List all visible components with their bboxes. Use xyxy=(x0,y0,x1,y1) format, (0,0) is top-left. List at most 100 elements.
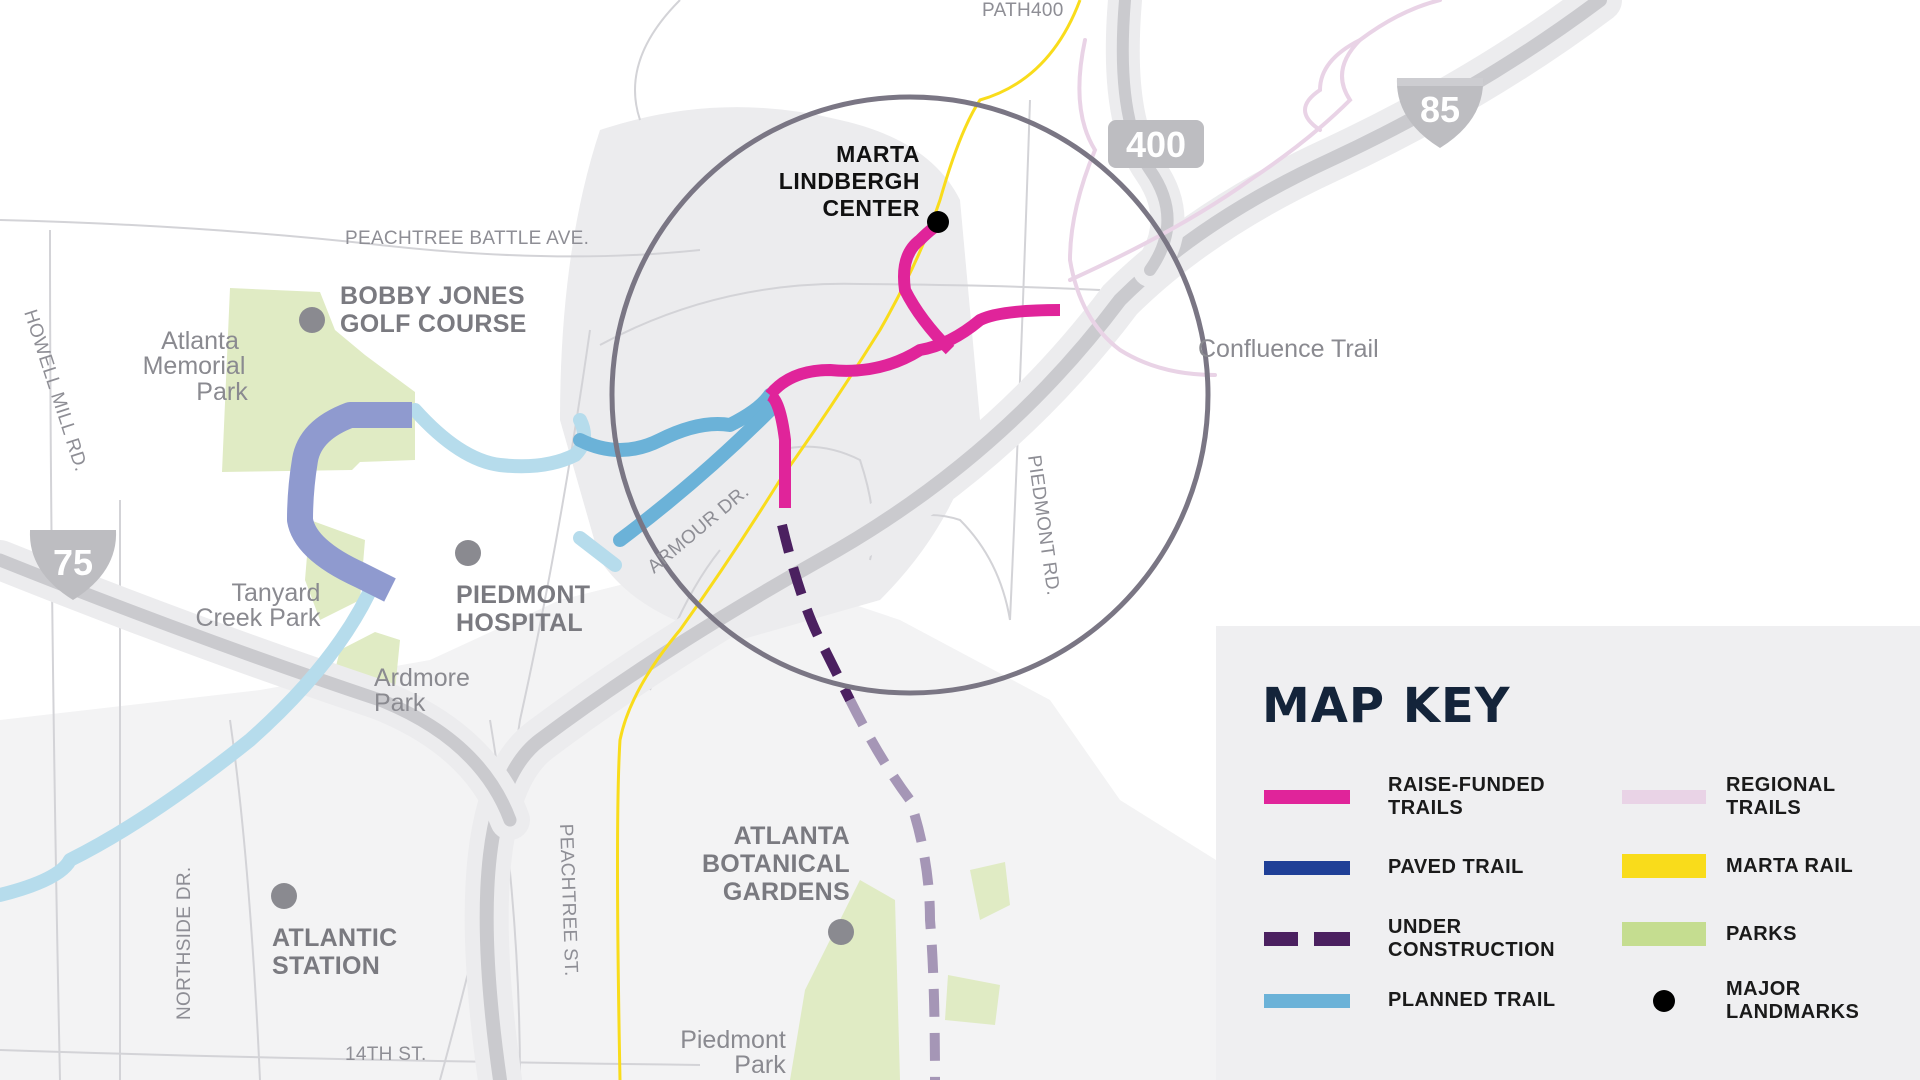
botanical-gardens-landmark-dot xyxy=(828,919,854,945)
label-peachtree-battle: PEACHTREE BATTLE AVE. xyxy=(345,228,589,249)
highway-i85 xyxy=(479,0,1607,1080)
street-line xyxy=(49,229,61,1080)
key-label-under-construction: UNDER CONSTRUCTION xyxy=(1388,916,1556,961)
street-line xyxy=(0,1049,701,1066)
label-path400: PATH400 xyxy=(982,0,1064,21)
street-line xyxy=(0,219,701,258)
key-item-raise-funded: RAISE-FUNDED TRAILS xyxy=(1264,774,1545,820)
ardmore-park-label: Ardmore Park xyxy=(374,664,470,717)
park-area-east-1 xyxy=(970,862,1010,920)
botanical-gardens-label: ATLANTA BOTANICAL GARDENS xyxy=(702,822,850,906)
atlanta-memorial-park-label: Atlanta Memorial Park xyxy=(143,327,249,406)
svg-text:ATLANTA: ATLANTA xyxy=(734,822,850,850)
svg-text:Park: Park xyxy=(734,1051,786,1079)
svg-text:Memorial: Memorial xyxy=(143,352,246,380)
label-howell-mill: HOWELL MILL RD. xyxy=(19,307,91,474)
key-label-raise-funded: RAISE-FUNDED TRAILS xyxy=(1388,774,1546,819)
park-area-east-2 xyxy=(945,975,1000,1025)
i75-shield: 75 xyxy=(29,530,117,600)
label-confluence-trail: Confluence Trail xyxy=(1198,335,1379,363)
street-line xyxy=(1009,99,1031,621)
key-label-parks: PARKS xyxy=(1726,922,1798,945)
bobby-jones-label: BOBBY JONES GOLF COURSE xyxy=(340,282,527,338)
i75-shield-label: 75 xyxy=(53,542,93,583)
key-label-planned: PLANNED TRAIL xyxy=(1388,989,1556,1011)
tanyard-creek-park-label: Tanyard Creek Park xyxy=(195,579,321,632)
atlantic-station-label: ATLANTIC STATION xyxy=(272,924,398,980)
regional-trail-north xyxy=(1303,38,1362,132)
marta-rail-line xyxy=(616,0,1082,1080)
street-line xyxy=(599,282,1101,346)
label-piedmont-rd: PIEDMONT RD. xyxy=(1023,454,1063,597)
park-area-piedmont xyxy=(790,880,900,1080)
under-construction-swatch xyxy=(1264,932,1350,946)
street-line xyxy=(634,0,681,121)
svg-text:CENTER: CENTER xyxy=(822,195,920,221)
planned-trail-light xyxy=(408,403,591,474)
svg-text:Piedmont: Piedmont xyxy=(680,1026,786,1054)
svg-text:HOSPITAL: HOSPITAL xyxy=(456,609,583,637)
map-key-title: MAP KEY xyxy=(1262,678,1511,734)
svg-text:Creek Park: Creek Park xyxy=(195,604,321,632)
ga400-shield-label: 400 xyxy=(1126,124,1186,165)
planned-trail-swatch xyxy=(1264,993,1350,1008)
piedmont-park-label: Piedmont Park xyxy=(680,1026,786,1079)
map-key-panel: MAP KEY RAISE-FUNDED TRAILS PAVED TRAIL … xyxy=(1216,626,1920,1080)
planned-trail-light xyxy=(0,573,382,902)
key-item-under-construction: UNDER CONSTRUCTION xyxy=(1264,916,1555,962)
i85-shield: 85 xyxy=(1396,78,1484,148)
svg-text:Park: Park xyxy=(196,378,248,406)
key-item-parks: PARKS xyxy=(1622,922,1797,946)
key-item-paved: PAVED TRAIL xyxy=(1264,856,1524,879)
svg-text:LINDBERGH: LINDBERGH xyxy=(779,168,920,194)
regional-trail-beltline xyxy=(1068,0,1442,282)
parks-swatch xyxy=(1622,922,1706,946)
raise-funded-swatch xyxy=(1264,790,1350,804)
regional-trails-layer xyxy=(1067,0,1442,377)
marta-lindbergh-label: MARTA LINDBERGH CENTER xyxy=(779,141,920,221)
marta-lindbergh-landmark-dot xyxy=(927,211,949,233)
bobby-jones-landmark-dot xyxy=(299,307,325,333)
key-item-regional: REGIONAL TRAILS xyxy=(1622,774,1836,820)
focus-area-circle xyxy=(609,94,1211,696)
svg-text:STATION: STATION xyxy=(272,952,380,980)
key-label-landmarks: MAJOR LANDMARKS xyxy=(1726,978,1860,1023)
marta-rail-swatch xyxy=(1622,854,1706,878)
paved-trail-swatch xyxy=(1264,860,1350,875)
key-label-regional: REGIONAL TRAILS xyxy=(1726,774,1836,819)
streets-layer xyxy=(0,0,1101,1080)
svg-text:Park: Park xyxy=(374,689,426,717)
svg-text:BOTANICAL: BOTANICAL xyxy=(702,850,850,878)
svg-text:Atlanta: Atlanta xyxy=(161,327,239,355)
regional-trails-swatch xyxy=(1622,790,1706,804)
planned-trail-light xyxy=(573,531,622,572)
svg-text:BOBBY JONES: BOBBY JONES xyxy=(340,282,525,310)
piedmont-hospital-landmark-dot xyxy=(455,540,481,566)
under-construction-trail-faded xyxy=(845,697,940,1080)
svg-text:MARTA: MARTA xyxy=(836,141,920,167)
highway-i75 xyxy=(0,553,517,827)
label-northside: NORTHSIDE DR. xyxy=(174,867,195,1020)
ga400-shield: 400 xyxy=(1108,120,1204,168)
svg-text:PIEDMONT: PIEDMONT xyxy=(456,581,590,609)
svg-text:GOLF COURSE: GOLF COURSE xyxy=(340,310,527,338)
key-label-paved: PAVED TRAIL xyxy=(1388,856,1524,878)
existing-trail-segment xyxy=(287,402,412,602)
piedmont-hospital-label: PIEDMONT HOSPITAL xyxy=(456,581,590,637)
svg-text:Ardmore: Ardmore xyxy=(374,664,470,692)
key-label-marta: MARTA RAIL xyxy=(1726,854,1854,877)
svg-text:GARDENS: GARDENS xyxy=(723,878,850,906)
key-item-marta: MARTA RAIL xyxy=(1622,854,1853,878)
key-item-planned: PLANNED TRAIL xyxy=(1264,989,1556,1012)
svg-text:ATLANTIC: ATLANTIC xyxy=(272,924,398,952)
regional-trail-path400 xyxy=(1067,38,1217,377)
landmark-dot-swatch xyxy=(1653,990,1675,1012)
svg-text:Tanyard: Tanyard xyxy=(232,579,321,607)
label-14th-st: 14TH ST. xyxy=(345,1044,427,1065)
i85-shield-label: 85 xyxy=(1420,89,1460,130)
atlantic-station-landmark-dot xyxy=(271,883,297,909)
key-item-landmarks: MAJOR LANDMARKS xyxy=(1622,978,1859,1024)
raise-trail-main xyxy=(765,304,1061,399)
